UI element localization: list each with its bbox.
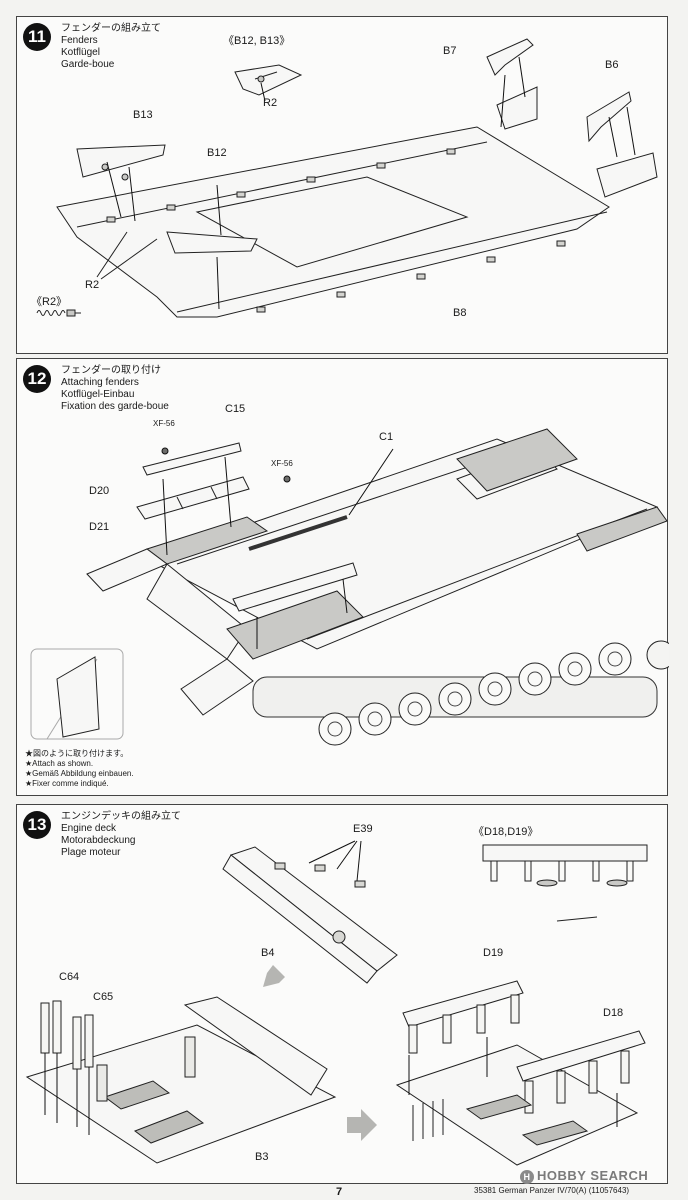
title-english: Attaching fenders — [61, 377, 139, 388]
engine-deck-drawing — [25, 840, 648, 1166]
step-titles: フェンダーの取り付け Attaching fenders Kotflügel-E… — [61, 365, 169, 413]
page-number: 7 — [336, 1186, 343, 1198]
note-english: ★Attach as shown. — [25, 759, 94, 768]
title-german: Kotflügel-Einbau — [61, 389, 135, 400]
title-german: Motorabdeckung — [61, 835, 136, 846]
label-r2-top: R2 — [263, 97, 278, 109]
title-french: Plage moteur — [61, 847, 121, 858]
title-french: Fixation des garde-boue — [61, 401, 169, 412]
product-code: 35381 German Panzer IV/70(A) (11057643) — [474, 1186, 630, 1195]
label-b4: B4 — [261, 947, 275, 959]
label-b6: B6 — [605, 59, 619, 71]
step-titles: エンジンデッキの組み立て Engine deck Motorabdeckung … — [61, 811, 181, 859]
title-english: Engine deck — [61, 823, 117, 834]
label-xf56-mid: XF-56 — [271, 459, 293, 468]
label-b7: B7 — [443, 45, 457, 57]
title-english: Fenders — [61, 35, 98, 46]
step-12-panel: 12 フェンダーの取り付け Attaching fenders Kotflüge… — [16, 358, 669, 796]
label-b8: B8 — [453, 307, 467, 319]
note-french: ★Fixer comme indiqué. — [25, 779, 109, 788]
step-11-panel: 11 フェンダーの組み立て Fenders Kotflügel Garde-bo… — [16, 16, 668, 354]
label-c15: C15 — [225, 403, 246, 415]
step-number-badge: 12 — [23, 365, 51, 393]
fender-assembly-drawing — [36, 38, 658, 318]
label-d18-d19-group: 《D18,D19》 — [473, 826, 539, 838]
title-japanese: フェンダーの取り付け — [61, 365, 161, 376]
label-b13: B13 — [133, 109, 153, 121]
label-d20: D20 — [89, 485, 110, 497]
title-japanese: エンジンデッキの組み立て — [61, 811, 181, 822]
title-french: Garde-boue — [61, 59, 115, 70]
label-e39: E39 — [353, 823, 373, 835]
step-titles: フェンダーの組み立て Fenders Kotflügel Garde-boue — [61, 23, 161, 71]
title-japanese: フェンダーの組み立て — [61, 23, 161, 34]
label-r2-group: 《R2》 — [31, 296, 68, 308]
step-number-badge: 11 — [23, 23, 51, 51]
watermark-logo-icon: H — [520, 1169, 534, 1184]
label-c64: C64 — [59, 971, 80, 983]
label-xf56-left: XF-56 — [153, 419, 175, 428]
note-japanese: ★図のように取り付けます。 — [25, 749, 129, 758]
title-german: Kotflügel — [61, 47, 100, 58]
note-german: ★Gemäß Abbildung einbauen. — [25, 769, 134, 778]
step-13-panel: 13 エンジンデッキの組み立て Engine deck Motorabdecku… — [16, 804, 668, 1184]
label-r2-bottom: R2 — [85, 279, 100, 291]
watermark-text: HOBBY SEARCH — [537, 1168, 649, 1183]
step-number-badge: 13 — [23, 811, 51, 839]
assembly-notes: ★図のように取り付けます。 ★Attach as shown. ★Gemäß A… — [25, 749, 134, 789]
label-d18: D18 — [603, 1007, 624, 1019]
label-c1: C1 — [379, 431, 394, 443]
label-c65: C65 — [93, 991, 114, 1003]
label-b3: B3 — [255, 1151, 269, 1163]
label-b12-b13-group: 《B12, B13》 — [223, 35, 291, 47]
label-b12: B12 — [207, 147, 227, 159]
label-d19: D19 — [483, 947, 504, 959]
fender-attachment-drawing — [30, 428, 669, 746]
label-d21: D21 — [89, 521, 110, 533]
